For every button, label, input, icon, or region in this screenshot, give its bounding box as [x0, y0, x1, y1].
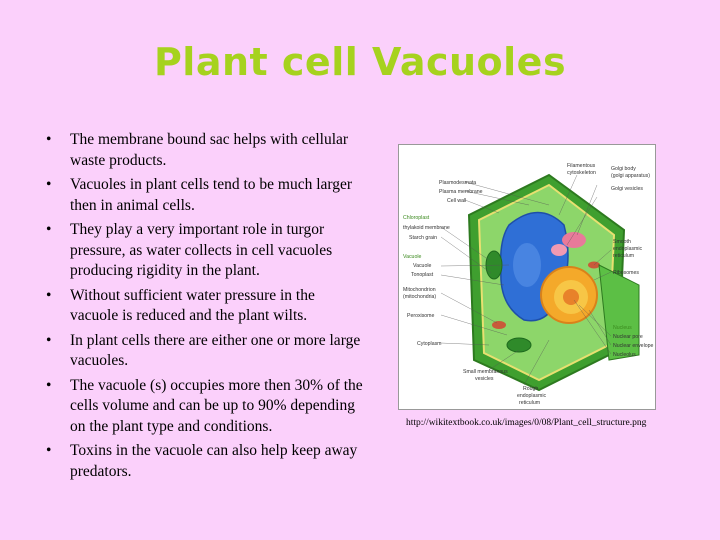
label-plasma-membrane: Plasma membrane [439, 189, 483, 195]
label-vacuole: Vacuole [413, 263, 431, 269]
golgi-shape [562, 232, 586, 248]
label-rough-reticulum: reticulum [519, 400, 540, 406]
label-nuclear-pore: Nuclear pore [613, 334, 643, 340]
bullet-item: Without sufficient water pressure in the… [44, 286, 364, 327]
label-smooth: Smooth [613, 239, 631, 245]
label-cell-wall: Cell wall [447, 198, 466, 204]
bullet-item: In plant cells there are either one or m… [44, 331, 364, 372]
chloroplast-shape [506, 337, 532, 353]
label-nuclear-envelope: Nuclear envelope [613, 343, 653, 349]
label-rough-endoplasmic: endoplasmic [517, 393, 547, 399]
label-cytoskeleton: cytoskeleton [567, 170, 596, 176]
nucleolus-core [563, 289, 579, 305]
bullet-item: The membrane bound sac helps with cellul… [44, 130, 364, 171]
label-rough: Rough [523, 386, 538, 392]
label-smooth-endoplasmic: endoplasmic [613, 246, 643, 252]
plant-cell-diagram: Plasmodesmata Plasma membrane Cell wall … [398, 144, 656, 410]
label-tonoplast: Tonoplast [411, 272, 434, 278]
label-vesicles: vesicles [475, 376, 494, 382]
image-source-caption: http://wikitextbook.co.uk/images/0/08/Pl… [406, 418, 647, 428]
label-peroxisome: Peroxisome [407, 313, 435, 319]
bullet-item: They play a very important role in turgo… [44, 220, 364, 282]
label-smooth-reticulum: reticulum [613, 253, 634, 259]
label-plasmodesmata: Plasmodesmata [439, 180, 476, 186]
vesicle-shape [551, 244, 567, 256]
label-nucleolus: Nucleolus [613, 352, 636, 358]
label-ribosomes: Ribosomes [613, 270, 639, 276]
label-cytoplasm: Cytoplasm [417, 341, 442, 347]
label-starch-grain: Starch grain [409, 235, 437, 241]
mitochondrion-shape [492, 321, 506, 329]
label-vacuole-group: Vacuole [403, 254, 421, 260]
label-filamentous: Filamentous [567, 163, 596, 169]
label-mitochondrion: Mitochondrion [403, 287, 436, 293]
label-thylakoid: thylakoid membrane [403, 225, 450, 231]
plant-cell-illustration: Plasmodesmata Plasma membrane Cell wall … [403, 163, 653, 406]
bullet-list: The membrane bound sac helps with cellul… [44, 130, 364, 486]
slide-title: Plant cell Vacuoles [153, 40, 567, 84]
label-chloroplast: Chloroplast [403, 215, 430, 221]
vacuole-highlight [513, 243, 541, 287]
label-golgi-vesicles: Golgi vesicles [611, 186, 643, 192]
label-mitochondria: (mitochondria) [403, 294, 436, 300]
label-nucleus: Nucleus [613, 325, 632, 331]
bullet-item: Toxins in the vacuole can also help keep… [44, 441, 364, 482]
bullet-item: Vacuoles in plant cells tend to be much … [44, 175, 364, 216]
neighbour-cell-shape [598, 264, 640, 361]
bullet-item: The vacuole (s) occupies more then 30% o… [44, 376, 364, 438]
label-golgi-body: Golgi body [611, 166, 636, 172]
label-golgi-apparatus: (golgi apparatus) [611, 173, 650, 179]
label-small-membranous: Small membranous [463, 369, 508, 375]
